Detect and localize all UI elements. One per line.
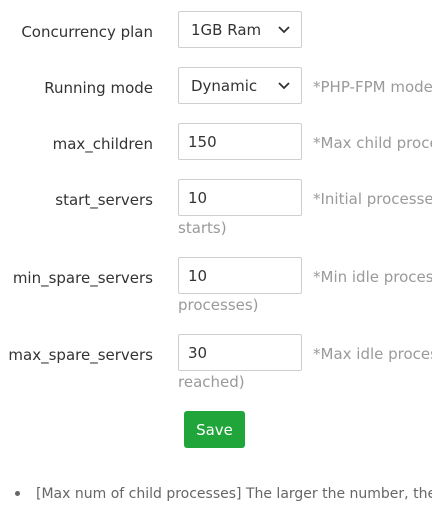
save-button[interactable]: Save (184, 411, 245, 448)
max-spare-servers-hint-continued: reached) (178, 373, 245, 391)
start-servers-hint-continued: starts) (178, 219, 227, 237)
max-spare-servers-label: max_spare_servers (8, 346, 153, 364)
running-mode-hint: *PHP-FPM mode (313, 78, 432, 96)
min-spare-servers-hint: *Min idle processes (313, 268, 432, 286)
min-spare-servers-hint-continued: processes) (178, 296, 259, 314)
concurrency-plan-label: Concurrency plan (21, 23, 153, 41)
max-children-input[interactable] (178, 123, 302, 160)
list-bullet (15, 491, 20, 496)
max-spare-servers-hint: *Max idle processes (313, 345, 432, 363)
start-servers-label: start_servers (55, 191, 153, 209)
max-spare-servers-input[interactable] (178, 334, 302, 371)
concurrency-plan-select[interactable]: 1GB Ram (178, 11, 302, 48)
min-spare-servers-input[interactable] (178, 257, 302, 294)
min-spare-servers-label: min_spare_servers (12, 269, 153, 287)
running-mode-select[interactable]: Dynamic (178, 67, 302, 104)
chevron-down-icon (277, 23, 291, 37)
concurrency-plan-value: 1GB Ram (191, 20, 262, 39)
max-children-hint: *Max child processes (313, 134, 432, 152)
start-servers-hint: *Initial processes (313, 190, 432, 208)
list-item: [Max num of child processes] The larger … (36, 486, 432, 502)
max-children-label: max_children (52, 135, 153, 153)
chevron-down-icon (277, 79, 291, 93)
start-servers-input[interactable] (178, 179, 302, 216)
running-mode-label: Running mode (44, 79, 153, 97)
running-mode-value: Dynamic (191, 76, 258, 95)
